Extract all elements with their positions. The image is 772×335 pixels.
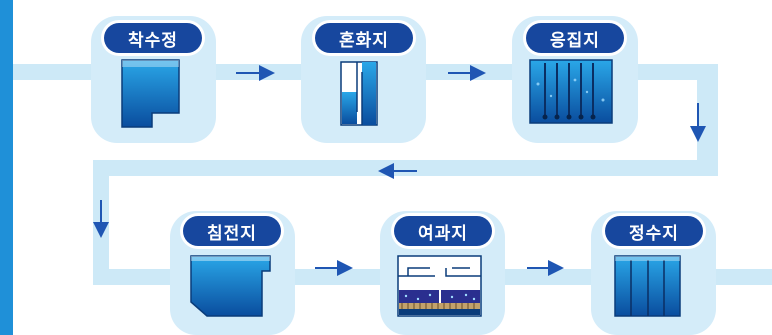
label-step1: 착수정 [104,23,202,53]
flocculation-basin-icon [529,59,613,124]
intake-well-icon [121,59,180,128]
sedimentation-basin-icon [190,255,271,317]
flow-arrows [93,65,706,276]
label-step2: 혼화지 [315,23,413,53]
label-step6: 정수지 [605,216,703,246]
label-step3: 응집지 [526,23,624,53]
label-step5: 여과지 [394,216,492,246]
left-accent-bar [0,0,13,335]
filtration-basin-icon [397,255,482,317]
mixing-tank-icon [340,61,378,126]
label-step4: 침전지 [183,216,281,246]
clear-well-icon [614,255,681,317]
